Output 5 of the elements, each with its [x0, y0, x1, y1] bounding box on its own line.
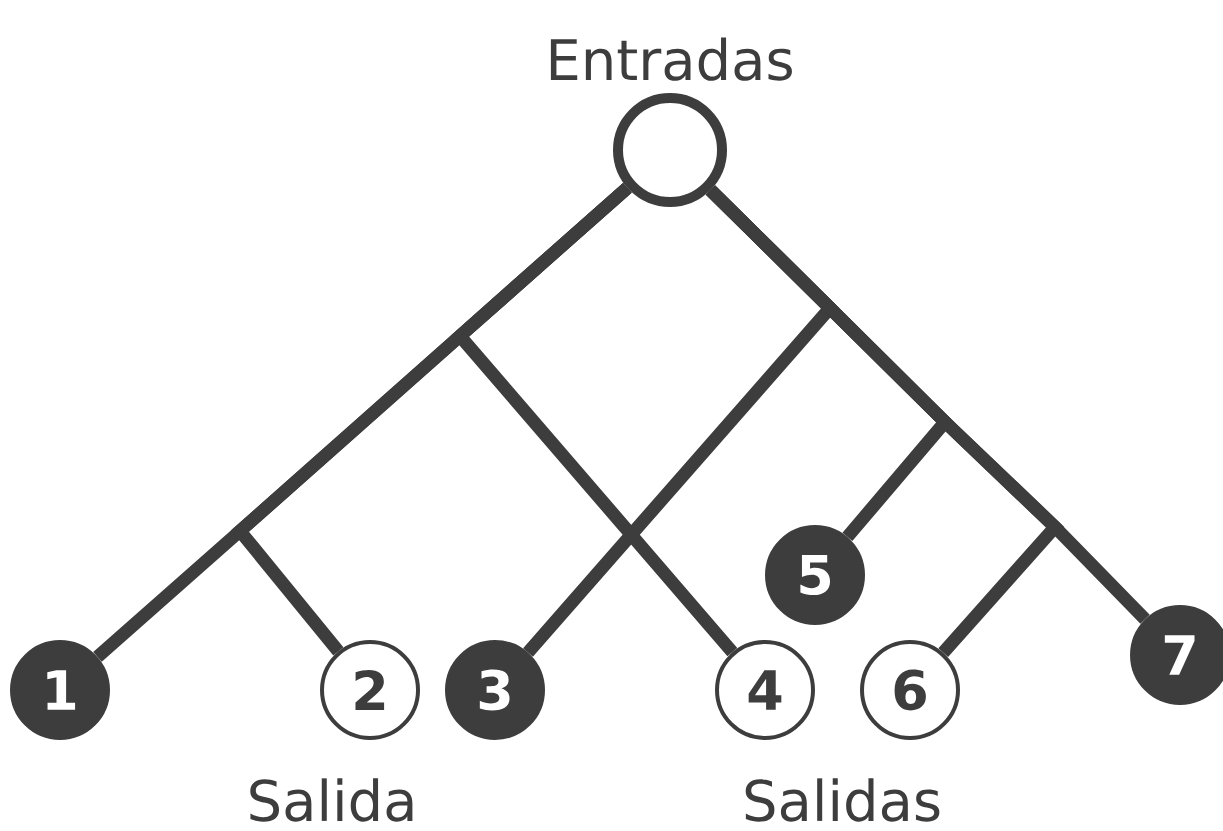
- node-label: Entradas: [550, 37, 792, 81]
- branch-line: [450, 182, 738, 657]
- output-label: Salidas: [745, 778, 940, 822]
- output-label: Salida: [250, 778, 413, 822]
- branch-line: [706, 185, 1150, 624]
